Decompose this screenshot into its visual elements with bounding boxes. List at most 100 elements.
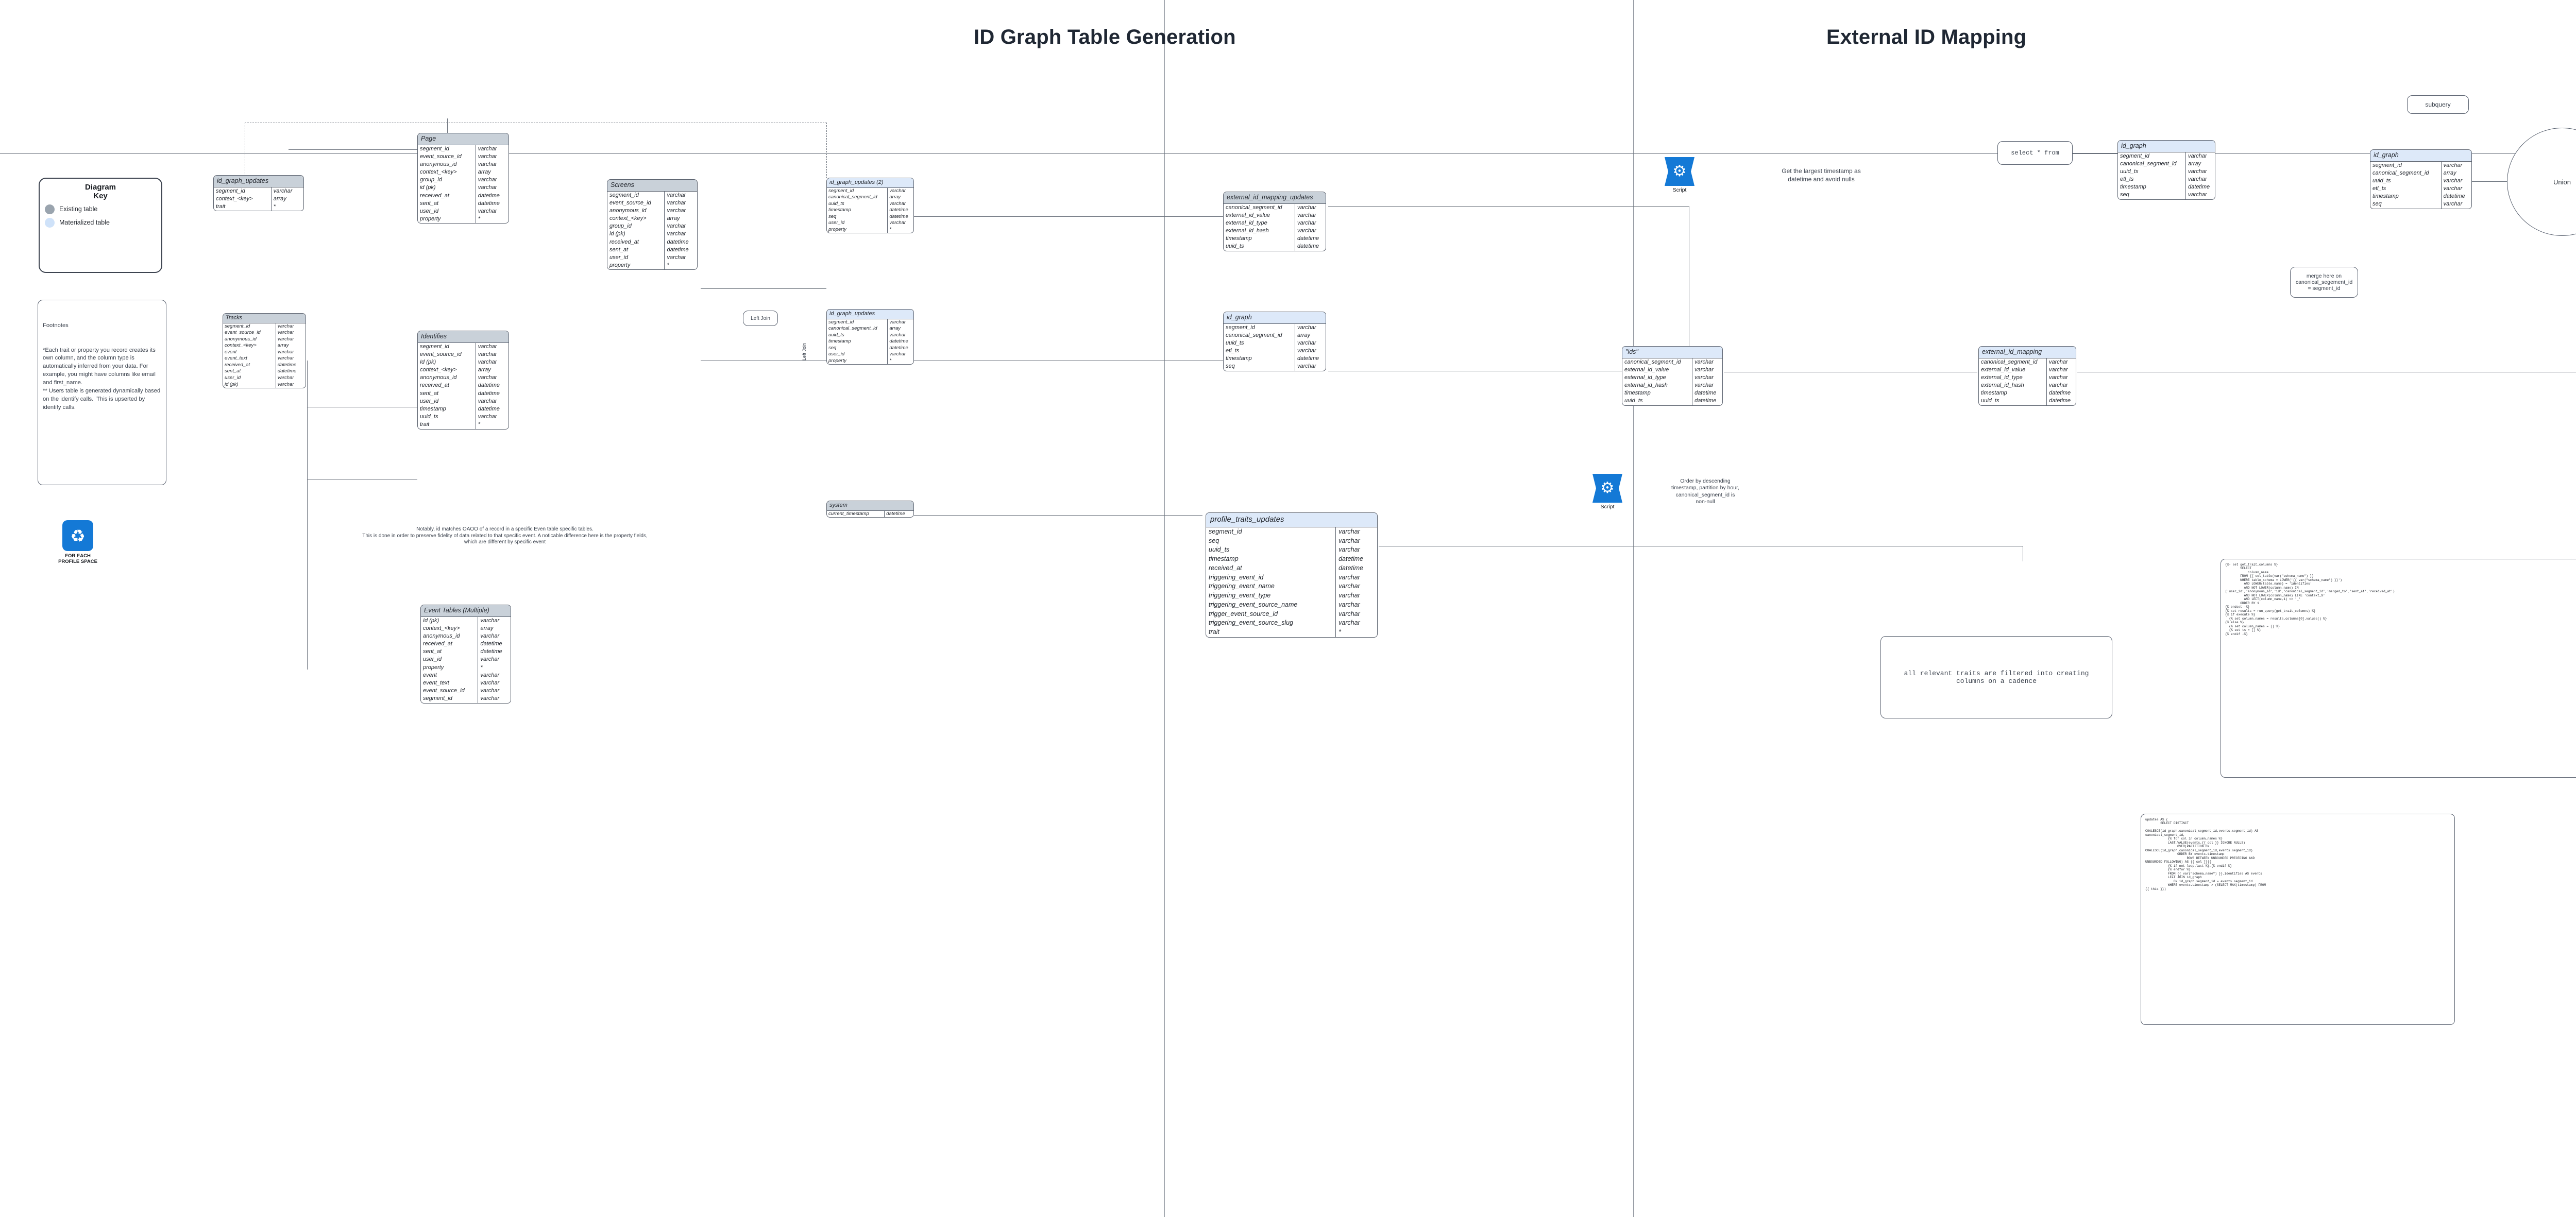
column-field: id (pk) — [418, 184, 476, 192]
column-type: datetime — [1297, 243, 1319, 250]
table-header: external_id_mapping — [1979, 347, 2076, 358]
materialized-table-swatch — [45, 217, 55, 228]
table-row: property* — [421, 663, 511, 672]
column-field: uuid_ts — [1622, 397, 1693, 405]
note-merge-here: merge here on canonical_segement_id = se… — [2290, 267, 2358, 298]
column-field: trigger_event_source_id — [1206, 609, 1336, 619]
column-field: event_text — [223, 355, 276, 362]
column-type: varchar — [478, 208, 497, 214]
column-type: varchar — [478, 343, 497, 350]
column-field: segment_id — [827, 187, 888, 195]
table-header: external_id_mapping_updates — [1224, 192, 1326, 204]
column-field: timestamp — [2118, 183, 2186, 192]
column-type: datetime — [277, 368, 297, 374]
column-field: sent_at — [418, 389, 476, 398]
note-subquery-label: subquery — [2425, 101, 2451, 108]
column-field: event — [223, 349, 276, 356]
column-type: varchar — [889, 332, 906, 338]
column-field: event — [421, 671, 479, 679]
column-type: varchar — [1297, 348, 1316, 354]
column-field: trait — [1206, 628, 1336, 637]
column-field: Id (pk) — [418, 358, 476, 367]
note-left-join-1: Left Join — [743, 311, 778, 326]
column-type: * — [889, 226, 892, 232]
column-field: segment_id — [2370, 161, 2442, 169]
column-type: * — [478, 421, 480, 428]
column-type: datetime — [1297, 235, 1319, 242]
column-type: varchar — [478, 145, 497, 152]
table-row: context_<key>array — [223, 342, 306, 349]
column-type: array — [273, 195, 286, 202]
table-row: context_<key>array — [214, 195, 303, 203]
script-node-bottom[interactable]: ⚙ Script — [1592, 474, 1623, 510]
column-field: current_timestamp — [827, 510, 885, 518]
column-type: datetime — [2048, 398, 2071, 404]
table-row: context_<key>array — [607, 215, 697, 223]
column-type: array — [478, 169, 491, 176]
column-type: varchar — [1338, 527, 1360, 535]
column-type: varchar — [478, 351, 497, 357]
table-header: id_graph_updates — [827, 310, 913, 319]
column-field: group_id — [418, 176, 476, 184]
table-row: context_<key>array — [418, 168, 509, 177]
column-type: varchar — [480, 672, 500, 678]
column-field: segment_id — [2118, 152, 2186, 160]
column-field: external_id_hash — [1622, 382, 1693, 390]
table-header: id_graph — [2118, 141, 2215, 152]
column-type: varchar — [2188, 168, 2207, 175]
script-node-top[interactable]: ⚙ Script — [1664, 157, 1695, 193]
table-row: id (pk)varchar — [607, 230, 697, 238]
column-field: etl_ts — [1224, 347, 1295, 355]
column-field: anonymous_id — [418, 160, 476, 169]
connector-left-spine — [307, 361, 308, 670]
column-field: timestamp — [2370, 193, 2442, 201]
column-type: varchar — [1338, 601, 1360, 608]
column-type: varchar — [1297, 228, 1316, 234]
column-field: external_id_value — [1979, 366, 2047, 374]
column-type: varchar — [1338, 592, 1360, 599]
column-field: property — [418, 215, 476, 224]
column-type: varchar — [478, 184, 497, 191]
column-type: datetime — [889, 207, 908, 213]
column-field: user_id — [223, 375, 276, 382]
table-row: property* — [607, 262, 697, 270]
column-field: context_<key> — [421, 624, 479, 632]
column-type: array — [2188, 160, 2201, 167]
column-type: varchar — [889, 319, 906, 325]
column-field: received_at — [418, 382, 476, 390]
column-field: canonical_segment_id — [1224, 203, 1295, 212]
column-field: segment_id — [1206, 527, 1336, 537]
